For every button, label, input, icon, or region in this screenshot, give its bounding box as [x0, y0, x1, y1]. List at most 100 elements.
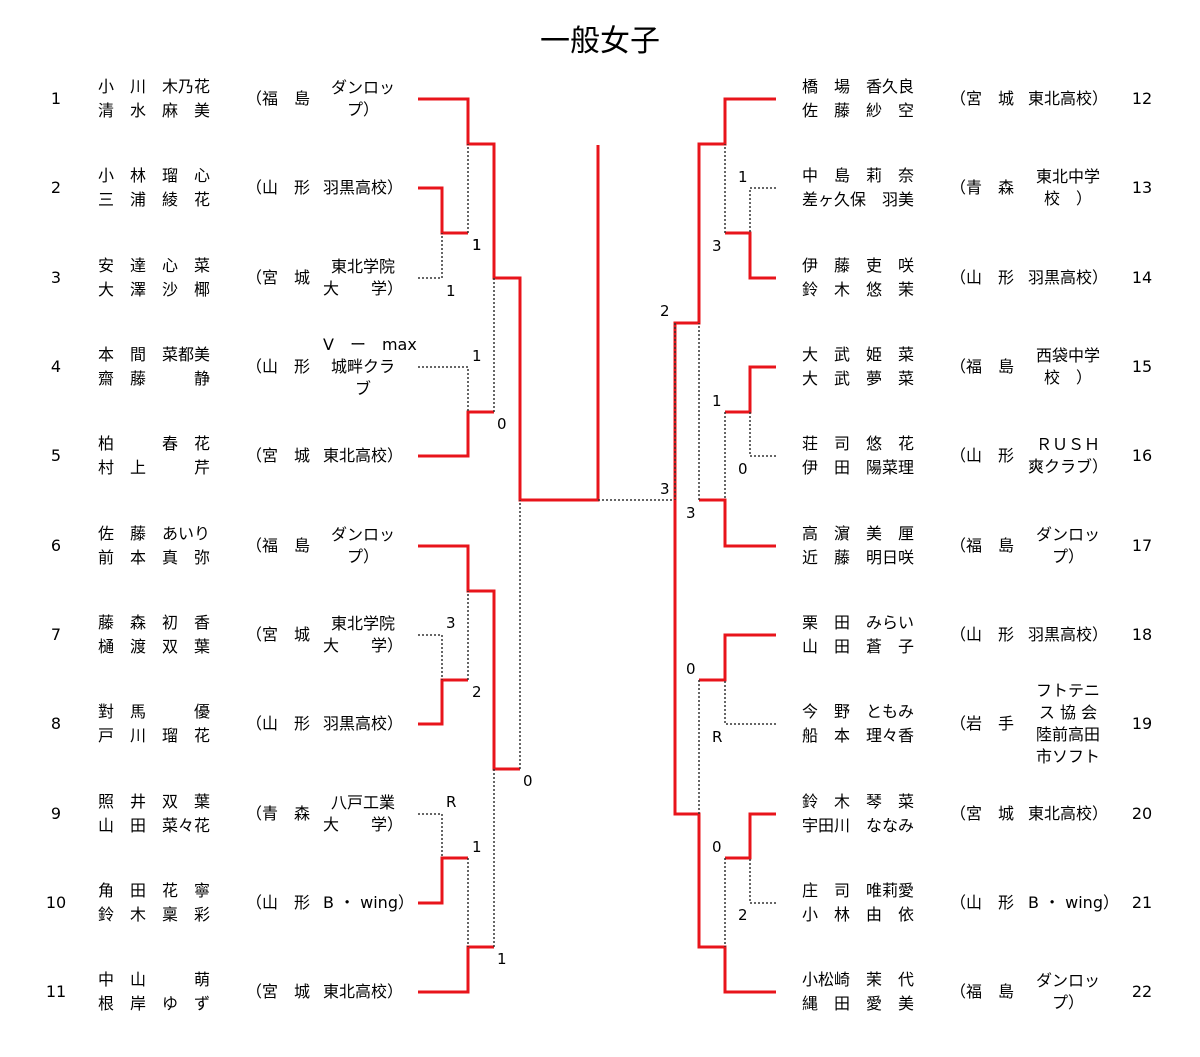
prefecture: （山 形	[950, 446, 1015, 465]
player-name: 今 野 ともみ	[802, 702, 915, 721]
club-name: 東北高校）	[323, 982, 404, 1001]
player-name: 佐 藤 あいり	[98, 524, 211, 543]
club-name: ス 協 会	[1038, 703, 1098, 722]
player-name: 根 岸 ゆ ず	[98, 994, 211, 1013]
prefecture: （宮 城	[246, 625, 311, 644]
match-score: 1	[472, 236, 482, 254]
player-name: 小 林 由 依	[802, 905, 915, 924]
match-score: 2	[738, 906, 748, 924]
player-name: 小松崎 茉 代	[802, 970, 915, 989]
club-name: 校 ）	[1043, 189, 1092, 208]
player-name: 小 林 瑠 心	[98, 166, 211, 185]
prefecture: （青 森	[950, 178, 1015, 197]
club-name: 羽黒高校）	[323, 178, 404, 197]
path-13	[749, 187, 776, 233]
player-name: 伊 藤 吏 咲	[802, 256, 915, 275]
match-score: 1	[472, 347, 482, 365]
club-name: 陸前高田	[1035, 725, 1100, 744]
path-21	[749, 858, 776, 904]
player-name: 三 浦 綾 花	[98, 190, 211, 209]
match-score: 3	[686, 504, 696, 522]
path-10	[418, 856, 468, 905]
player-name: 中 山 萌	[98, 970, 211, 989]
player-name: 高 濵 美 厘	[802, 524, 915, 543]
match-score: 3	[660, 480, 670, 498]
path-11	[418, 945, 494, 994]
prefecture: （宮 城	[246, 446, 311, 465]
club-name: 大 学）	[323, 279, 404, 298]
seed-number: 13	[1131, 178, 1153, 197]
prefecture: （山 形	[950, 893, 1015, 912]
club-name: 東北学院	[330, 614, 395, 633]
player-name: 山 田 蒼 子	[802, 637, 915, 656]
prefecture: （山 形	[950, 625, 1015, 644]
match-score: 1	[446, 282, 456, 300]
player-name: 柏 春 花	[98, 434, 211, 453]
club-name: 東北高校）	[1028, 804, 1109, 823]
seed-number: 21	[1131, 893, 1153, 912]
prefecture: （宮 城	[246, 268, 311, 287]
match-score: 1	[738, 168, 748, 186]
path-17	[699, 498, 776, 548]
path-4	[418, 366, 469, 412]
club-name: 東北中学	[1035, 167, 1100, 186]
player-name: 荘 司 悠 花	[802, 434, 915, 453]
path-20	[725, 812, 776, 860]
seed-number: 6	[50, 536, 62, 555]
prefecture: （福 島	[246, 536, 311, 555]
player-name: 前 本 真 弥	[98, 548, 211, 567]
club-name: ブ	[354, 379, 371, 398]
seed-number: 7	[50, 625, 62, 644]
player-name: 船 本 理々香	[802, 726, 915, 745]
club-name: プ）	[346, 100, 379, 119]
club-name: ダンロッ	[1035, 971, 1100, 990]
path-2	[418, 186, 468, 235]
path-15	[725, 365, 776, 414]
club-name: B ・ wing）	[323, 893, 414, 912]
seed-number: 4	[50, 357, 62, 376]
player-name: 鈴 木 悠 茉	[802, 280, 915, 299]
club-name: ＲＵＳＨ	[1035, 435, 1100, 454]
prefecture: （岩 手	[950, 714, 1015, 733]
path-3	[418, 233, 443, 279]
prefecture: （福 島	[950, 536, 1015, 555]
path-5	[418, 410, 494, 458]
seed-number: 18	[1131, 625, 1153, 644]
player-name: 本 間 菜都美	[98, 345, 211, 364]
match-score: 0	[738, 460, 748, 478]
prefecture: （青 森	[246, 804, 311, 823]
path-18	[699, 633, 776, 682]
club-name: 校 ）	[1043, 368, 1092, 387]
match-score: 1	[472, 236, 482, 254]
path-19	[724, 680, 776, 725]
prefecture: （宮 城	[246, 982, 311, 1001]
player-name: 齋 藤 静	[98, 369, 211, 388]
club-name: 羽黒高校）	[1028, 268, 1109, 287]
match-score: 2	[472, 683, 482, 701]
prefecture: （宮 城	[950, 804, 1015, 823]
seed-number: 19	[1131, 714, 1153, 733]
player-name: 差ヶ久保 羽美	[802, 190, 915, 209]
player-name: 佐 藤 紗 空	[802, 101, 915, 120]
match-score: 2	[660, 302, 670, 320]
player-name: 庄 司 唯莉愛	[802, 881, 915, 900]
club-name: フトテニ	[1035, 681, 1100, 700]
club-name: 羽黒高校）	[323, 714, 404, 733]
player-name: 鈴 木 琴 菜	[802, 792, 915, 811]
player-name: 大 武 姫 菜	[802, 345, 915, 364]
path-7	[418, 634, 443, 680]
page-title: 一般女子	[540, 24, 660, 59]
seed-number: 17	[1131, 536, 1153, 555]
left-loser-paths	[418, 144, 675, 947]
player-name: 照 井 双 葉	[98, 792, 211, 811]
club-name: V ー max	[323, 335, 417, 354]
prefecture: （宮 城	[950, 89, 1015, 108]
club-name: プ）	[1051, 547, 1084, 566]
seed-number: 16	[1131, 446, 1153, 465]
club-name: 羽黒高校）	[1028, 625, 1109, 644]
club-name: 東北高校）	[1028, 89, 1109, 108]
match-score: 3	[712, 237, 722, 255]
player-name: 安 達 心 菜	[98, 256, 211, 275]
right-winner-paths	[673, 97, 776, 994]
